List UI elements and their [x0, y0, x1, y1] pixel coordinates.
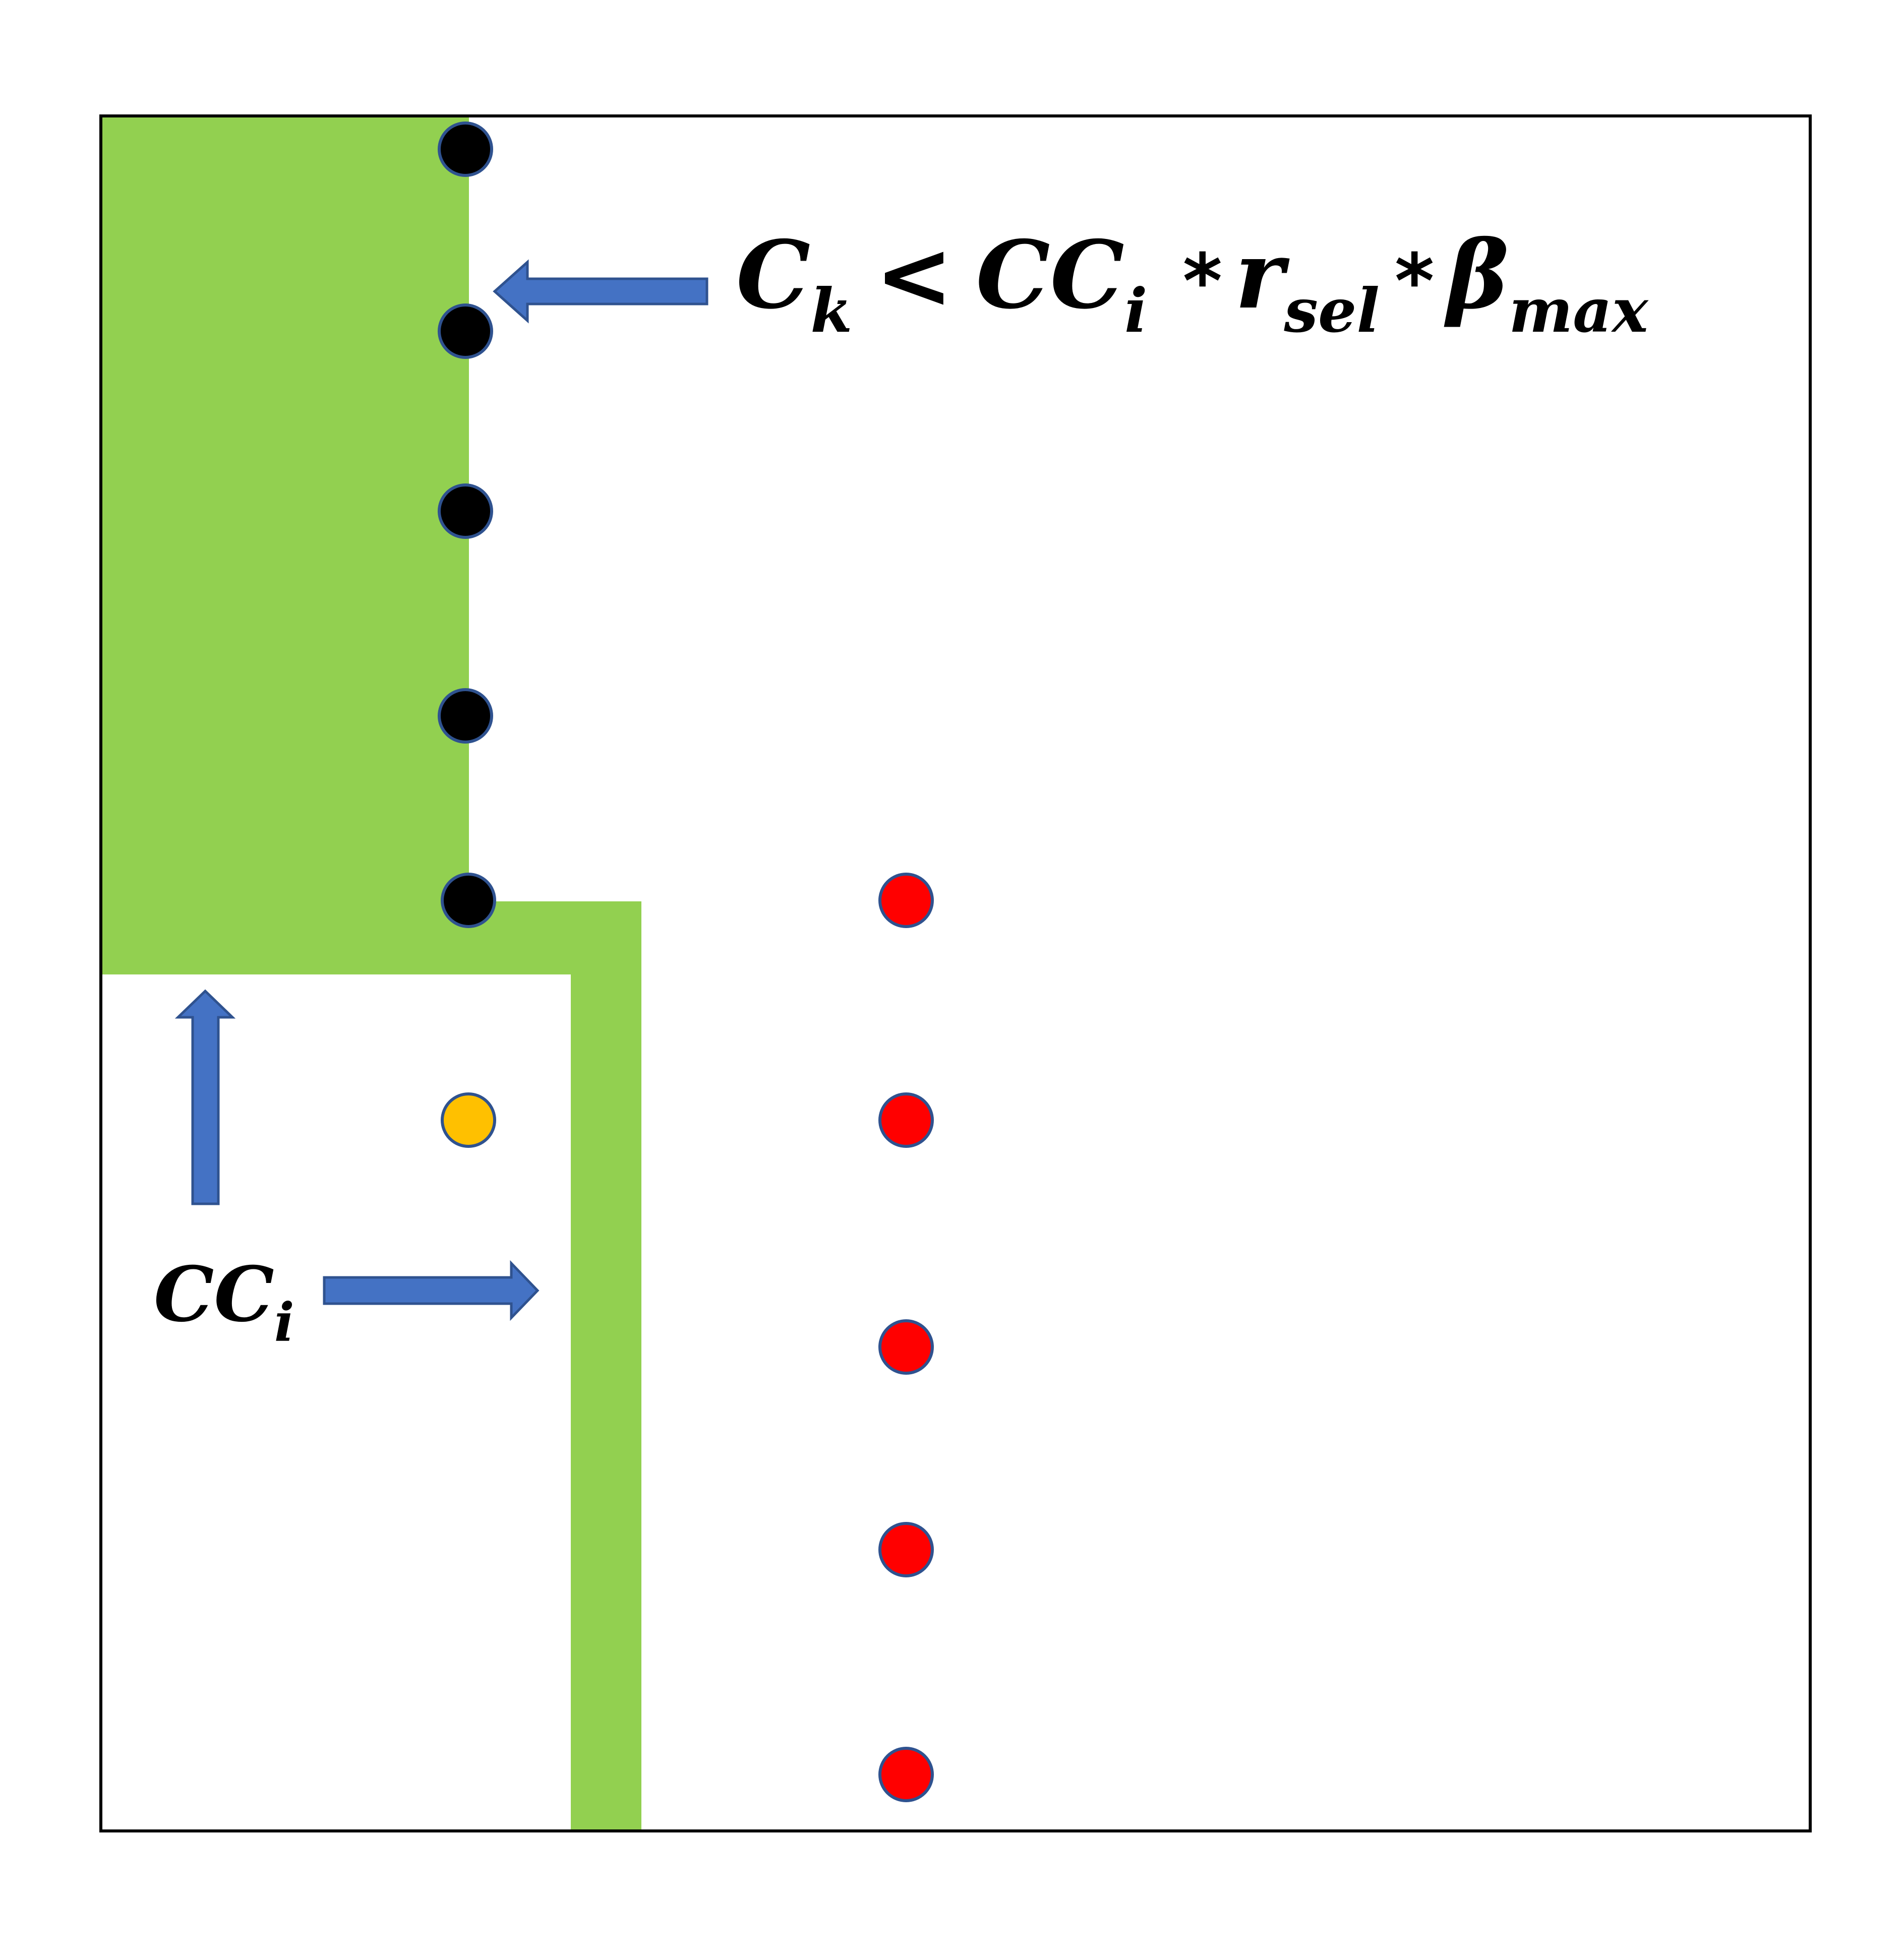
arrow-up-icon	[174, 989, 236, 1205]
black-point	[438, 303, 493, 359]
arrow-left-icon	[493, 259, 708, 324]
formula-label: Ck<CCi*rsel*βmax	[736, 220, 1649, 346]
black-points	[438, 121, 496, 928]
black-point	[438, 688, 493, 744]
plot-frame	[99, 114, 1812, 1832]
red-point	[878, 1319, 934, 1375]
red-point	[878, 1522, 934, 1577]
green-region	[101, 116, 641, 1831]
red-point	[878, 1747, 934, 1802]
cc-label: CCi	[154, 1250, 294, 1354]
yellow-point	[441, 1092, 496, 1148]
black-point	[438, 483, 493, 539]
arrow-right-icon	[323, 1260, 540, 1321]
red-points	[878, 873, 934, 1802]
black-point	[441, 873, 496, 928]
black-point	[438, 121, 493, 177]
red-point	[878, 1092, 934, 1148]
red-point	[878, 873, 934, 928]
